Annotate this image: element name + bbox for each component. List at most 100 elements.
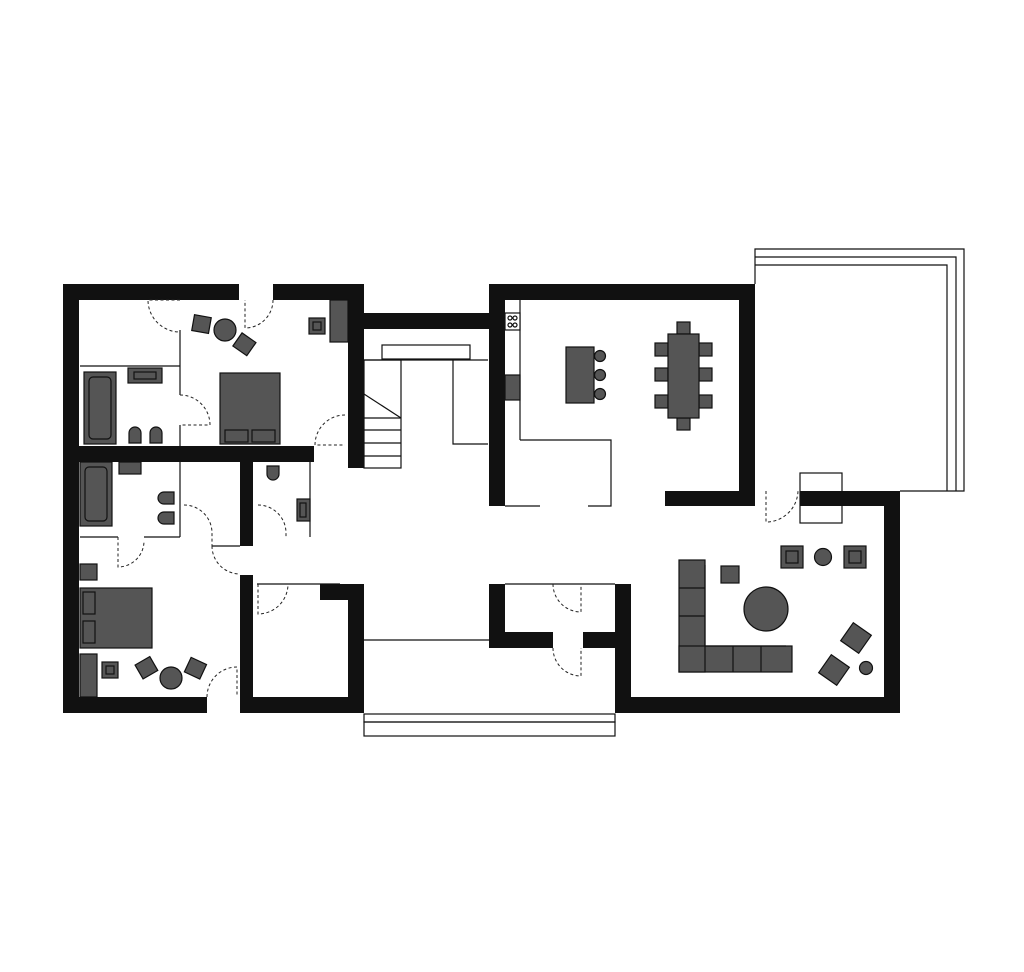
door-swing: [206, 666, 238, 698]
chair-icon: [654, 342, 669, 357]
stair-landing: [381, 344, 471, 360]
armchair-icon: [183, 656, 208, 680]
wall: [240, 462, 253, 546]
door-swing: [147, 299, 181, 333]
bathtub-basin: [88, 376, 112, 440]
wall: [273, 284, 364, 300]
door-swing: [314, 414, 346, 446]
wall: [63, 284, 79, 713]
armchair-icon: [817, 653, 851, 687]
side-table-icon: [720, 565, 740, 584]
chair-icon: [676, 321, 691, 335]
pillow: [224, 429, 249, 443]
chair-icon: [654, 394, 669, 409]
round-table-icon: [159, 666, 183, 690]
pillow: [251, 429, 276, 443]
armchair-icon: [191, 314, 212, 335]
door-swing: [257, 504, 287, 537]
dining-table-icon: [654, 321, 713, 431]
sink-icon: [118, 461, 142, 475]
door-swing: [183, 504, 213, 546]
round-table-icon: [743, 586, 789, 632]
armchair-seat: [105, 665, 115, 675]
terrace-outline-mid: [755, 256, 957, 491]
armchair-seat: [312, 321, 322, 331]
burner: [512, 315, 518, 321]
door-swing: [765, 490, 799, 523]
wall: [615, 697, 900, 713]
wall: [240, 575, 253, 713]
doors: [117, 299, 799, 698]
sink-basin: [133, 371, 157, 380]
wardrobe-icon: [79, 653, 98, 698]
wall: [364, 313, 489, 329]
sofa-icon: [678, 645, 793, 673]
kitchen-counter: [520, 439, 612, 507]
wall: [240, 697, 364, 713]
armchair-icon: [232, 332, 257, 357]
pillow: [82, 620, 96, 644]
wall: [489, 632, 553, 648]
pillow: [82, 591, 96, 615]
round-table-icon: [858, 660, 874, 676]
burner: [507, 315, 513, 321]
toilet-icon: [128, 426, 142, 444]
chair-icon: [654, 367, 669, 382]
living-room: [678, 545, 874, 687]
stool-icon: [593, 387, 607, 401]
chair-icon: [698, 394, 713, 409]
walls: [63, 284, 900, 713]
bedroom-1: [191, 299, 349, 445]
wall: [348, 284, 364, 468]
wall: [615, 584, 631, 713]
bathroom-2: [79, 461, 175, 527]
wall: [348, 584, 364, 713]
door-swing: [179, 394, 211, 426]
entrance: [257, 583, 616, 737]
armchair-seat: [785, 550, 799, 564]
chair-icon: [698, 367, 713, 382]
door-swing: [244, 299, 274, 329]
door-swing: [117, 537, 145, 568]
stair-diag: [363, 393, 402, 419]
door-swing: [552, 583, 582, 613]
sink-icon: [504, 374, 521, 401]
bathtub-basin: [84, 466, 108, 522]
wall: [665, 491, 755, 506]
toilet-icon: [157, 491, 175, 505]
entrance-step-1: [363, 713, 616, 723]
table-top: [667, 333, 700, 419]
door-swing: [211, 545, 241, 575]
kitchen-island-icon: [565, 346, 595, 404]
toilet: [266, 465, 311, 522]
bedroom-2: [79, 563, 208, 698]
wall: [63, 284, 239, 300]
wall: [884, 491, 900, 713]
armchair-seat: [848, 550, 862, 564]
staircase-icon: [363, 344, 488, 469]
entrance-step-2: [363, 721, 616, 737]
armchair-icon: [134, 655, 159, 680]
wall: [63, 446, 314, 462]
round-table-icon: [813, 547, 833, 567]
wall: [489, 284, 505, 506]
chair-icon: [676, 417, 691, 431]
bidet-icon: [157, 511, 175, 525]
wall: [800, 491, 900, 506]
wall: [583, 632, 631, 648]
stool-icon: [593, 349, 607, 363]
wall: [739, 284, 755, 506]
stool-icon: [593, 368, 607, 382]
terrace: [754, 248, 965, 524]
nightstand-icon: [79, 563, 98, 581]
round-table-icon: [213, 318, 237, 342]
door-swing: [552, 647, 582, 677]
wall: [63, 697, 207, 713]
stove-icon: [504, 312, 521, 331]
sink-basin: [299, 502, 307, 518]
burner: [512, 322, 518, 328]
stair-void: [452, 360, 488, 445]
door-swing: [257, 583, 289, 615]
